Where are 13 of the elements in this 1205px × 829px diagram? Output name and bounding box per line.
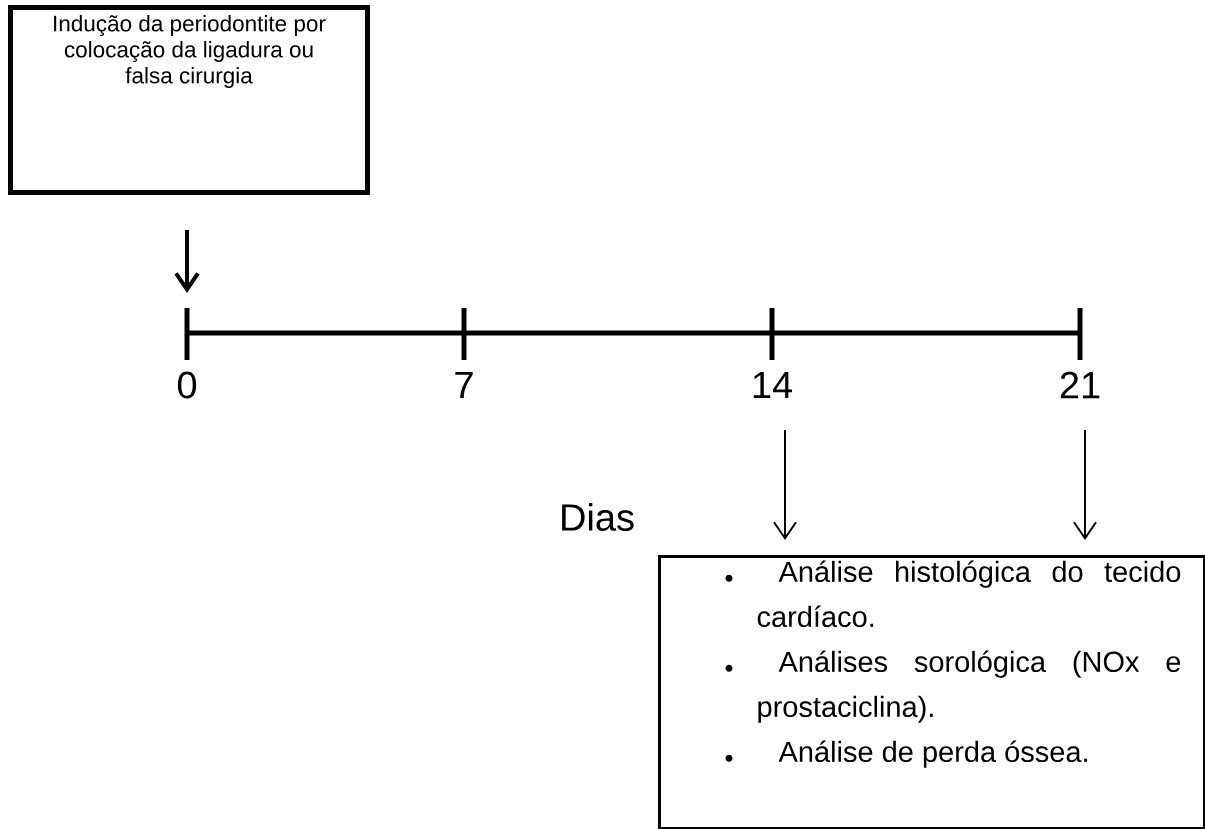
timeline (184, 308, 1083, 360)
axis-label: Dias (562, 503, 634, 531)
results-box (658, 555, 1205, 829)
bullet-item: Análise de perda óssea. (725, 740, 1087, 768)
day-number: 21 (1060, 371, 1100, 399)
process-box: Indução da periodontite por colocação da ligadura ou falsa cirurgia (8, 5, 370, 195)
arrow (773, 429, 797, 540)
arrow (174, 230, 200, 293)
day-number: 14 (753, 371, 793, 399)
bullet-item: Análise histológica do tecido cardíaco. (725, 560, 1181, 628)
arrow (1073, 429, 1097, 540)
day-number: 0 (177, 371, 197, 399)
bullet-item: Análises sorológica (NOx e prostaciclina). (725, 650, 1181, 723)
